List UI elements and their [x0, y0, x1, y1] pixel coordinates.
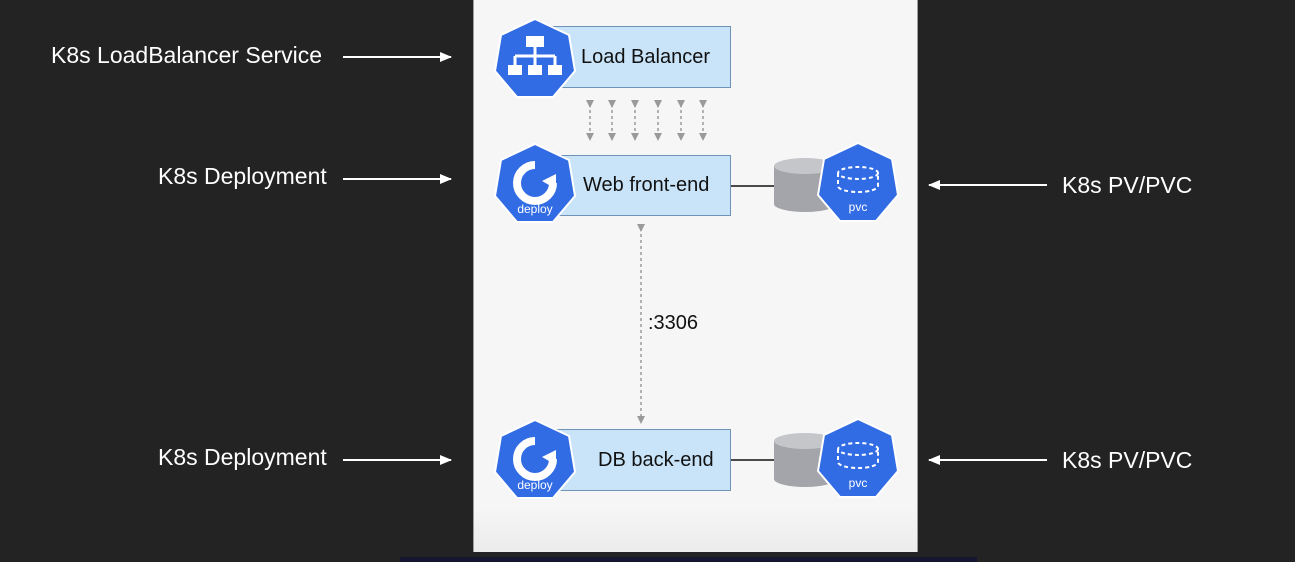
load-balancer-label: Load Balancer — [581, 45, 710, 68]
web-frontend-label: Web front-end — [583, 174, 710, 196]
web-deploy-icon: deploy — [493, 142, 577, 224]
load-balancer-icon — [493, 17, 577, 99]
panel-fade — [474, 507, 917, 552]
port-label: :3306 — [648, 312, 699, 334]
web-pvc-text: pvc — [848, 200, 868, 214]
db-pvc-icon: pvc — [816, 417, 900, 498]
label-k8s-pv-pvc-db: K8s PV/PVC — [1062, 447, 1193, 473]
bottom-bar — [400, 557, 977, 562]
label-k8s-deployment-db: K8s Deployment — [158, 444, 327, 470]
db-pvc-text: pvc — [848, 476, 868, 490]
db-deploy-text: deploy — [517, 478, 553, 492]
web-deploy-text: deploy — [517, 202, 553, 216]
db-deploy-icon: deploy — [493, 418, 577, 500]
label-k8s-pv-pvc-web: K8s PV/PVC — [1062, 172, 1193, 198]
label-k8s-deployment-web: K8s Deployment — [158, 163, 327, 189]
label-loadbalancer-service: K8s LoadBalancer Service — [51, 42, 323, 68]
db-backend-label: DB back-end — [598, 448, 714, 471]
web-pvc-icon: pvc — [816, 141, 900, 222]
